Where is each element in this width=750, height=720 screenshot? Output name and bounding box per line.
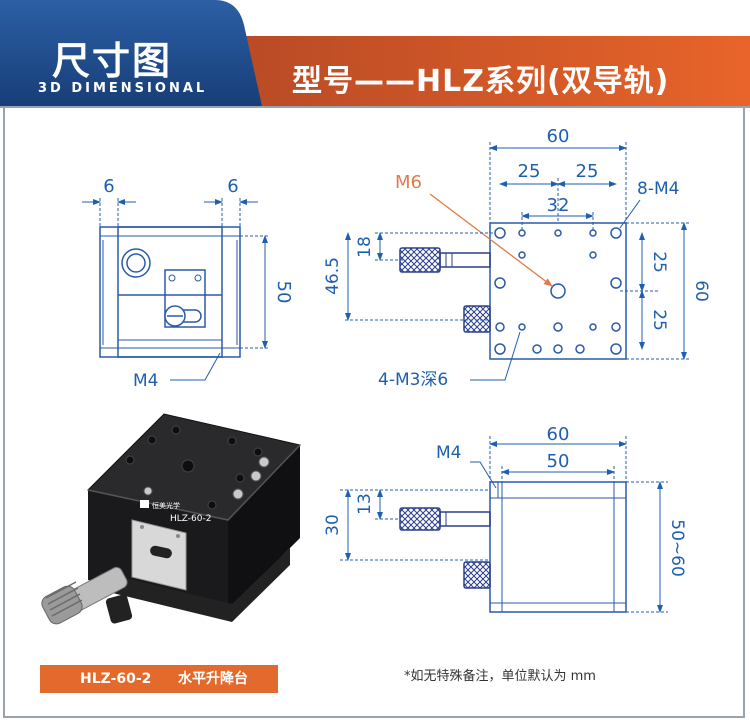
top-dim-half-right: 25 bbox=[576, 161, 599, 182]
top-dim-18: 18 bbox=[355, 236, 375, 258]
top-center-thread: M6 bbox=[395, 172, 422, 193]
top-dim-46-5: 46.5 bbox=[323, 257, 343, 295]
top-dim-25-lower: 25 bbox=[649, 309, 669, 331]
top-dim-width: 60 bbox=[547, 126, 570, 147]
side-dim-inner: 50 bbox=[547, 451, 570, 472]
top-dim-25-upper: 25 bbox=[649, 251, 669, 273]
model-title: 型号——HLZ系列(双导轨) bbox=[292, 64, 670, 99]
unit-note: *如无特殊备注，单位默认为 mm bbox=[404, 669, 596, 684]
caption-bar: HLZ-60-2 水平升降台 bbox=[40, 665, 278, 693]
side-thread-label: M4 bbox=[436, 443, 461, 463]
front-dim-right: 6 bbox=[227, 176, 238, 197]
side-dim-13: 13 bbox=[355, 493, 375, 515]
front-dim-left: 6 bbox=[103, 176, 114, 197]
top-corner-threads: 8-M4 bbox=[637, 179, 679, 199]
content-frame bbox=[3, 108, 745, 718]
page-subtitle: 3D DIMENSIONAL bbox=[38, 81, 208, 96]
top-bottom-threads: 4-M3深6 bbox=[378, 370, 448, 390]
product-photo: 恒美光学 HLZ-60-2 bbox=[41, 413, 301, 625]
top-view: 60 25 25 32 M6 8-M4 18 46.5 25 25 6 bbox=[323, 126, 711, 390]
top-dim-60-right: 60 bbox=[691, 280, 711, 302]
front-thread-label: M4 bbox=[133, 371, 158, 391]
caption-name: 水平升降台 bbox=[178, 671, 248, 687]
header-banner: 尺寸图 3D DIMENSIONAL 型号——HLZ系列(双导轨) bbox=[0, 0, 750, 108]
side-dim-30: 30 bbox=[323, 514, 343, 536]
page-title: 尺寸图 bbox=[52, 39, 173, 83]
top-dim-hole-spacing: 32 bbox=[547, 195, 570, 216]
photo-engraved-model: HLZ-60-2 bbox=[170, 514, 211, 524]
side-dim-width: 60 bbox=[547, 424, 570, 445]
top-dim-half-left: 25 bbox=[518, 161, 541, 182]
side-dim-height-range: 50~60 bbox=[667, 519, 687, 577]
side-view: 60 50 M4 13 30 50~60 bbox=[323, 424, 687, 613]
header-orange-band bbox=[230, 36, 750, 106]
front-view: 6 6 50 M4 bbox=[82, 176, 294, 391]
header-navy-tab bbox=[0, 0, 262, 106]
photo-logo-text: 恒美光学 bbox=[152, 501, 180, 510]
caption-model: HLZ-60-2 bbox=[80, 671, 152, 687]
header-background bbox=[0, 0, 750, 108]
front-dim-height: 50 bbox=[273, 281, 294, 304]
